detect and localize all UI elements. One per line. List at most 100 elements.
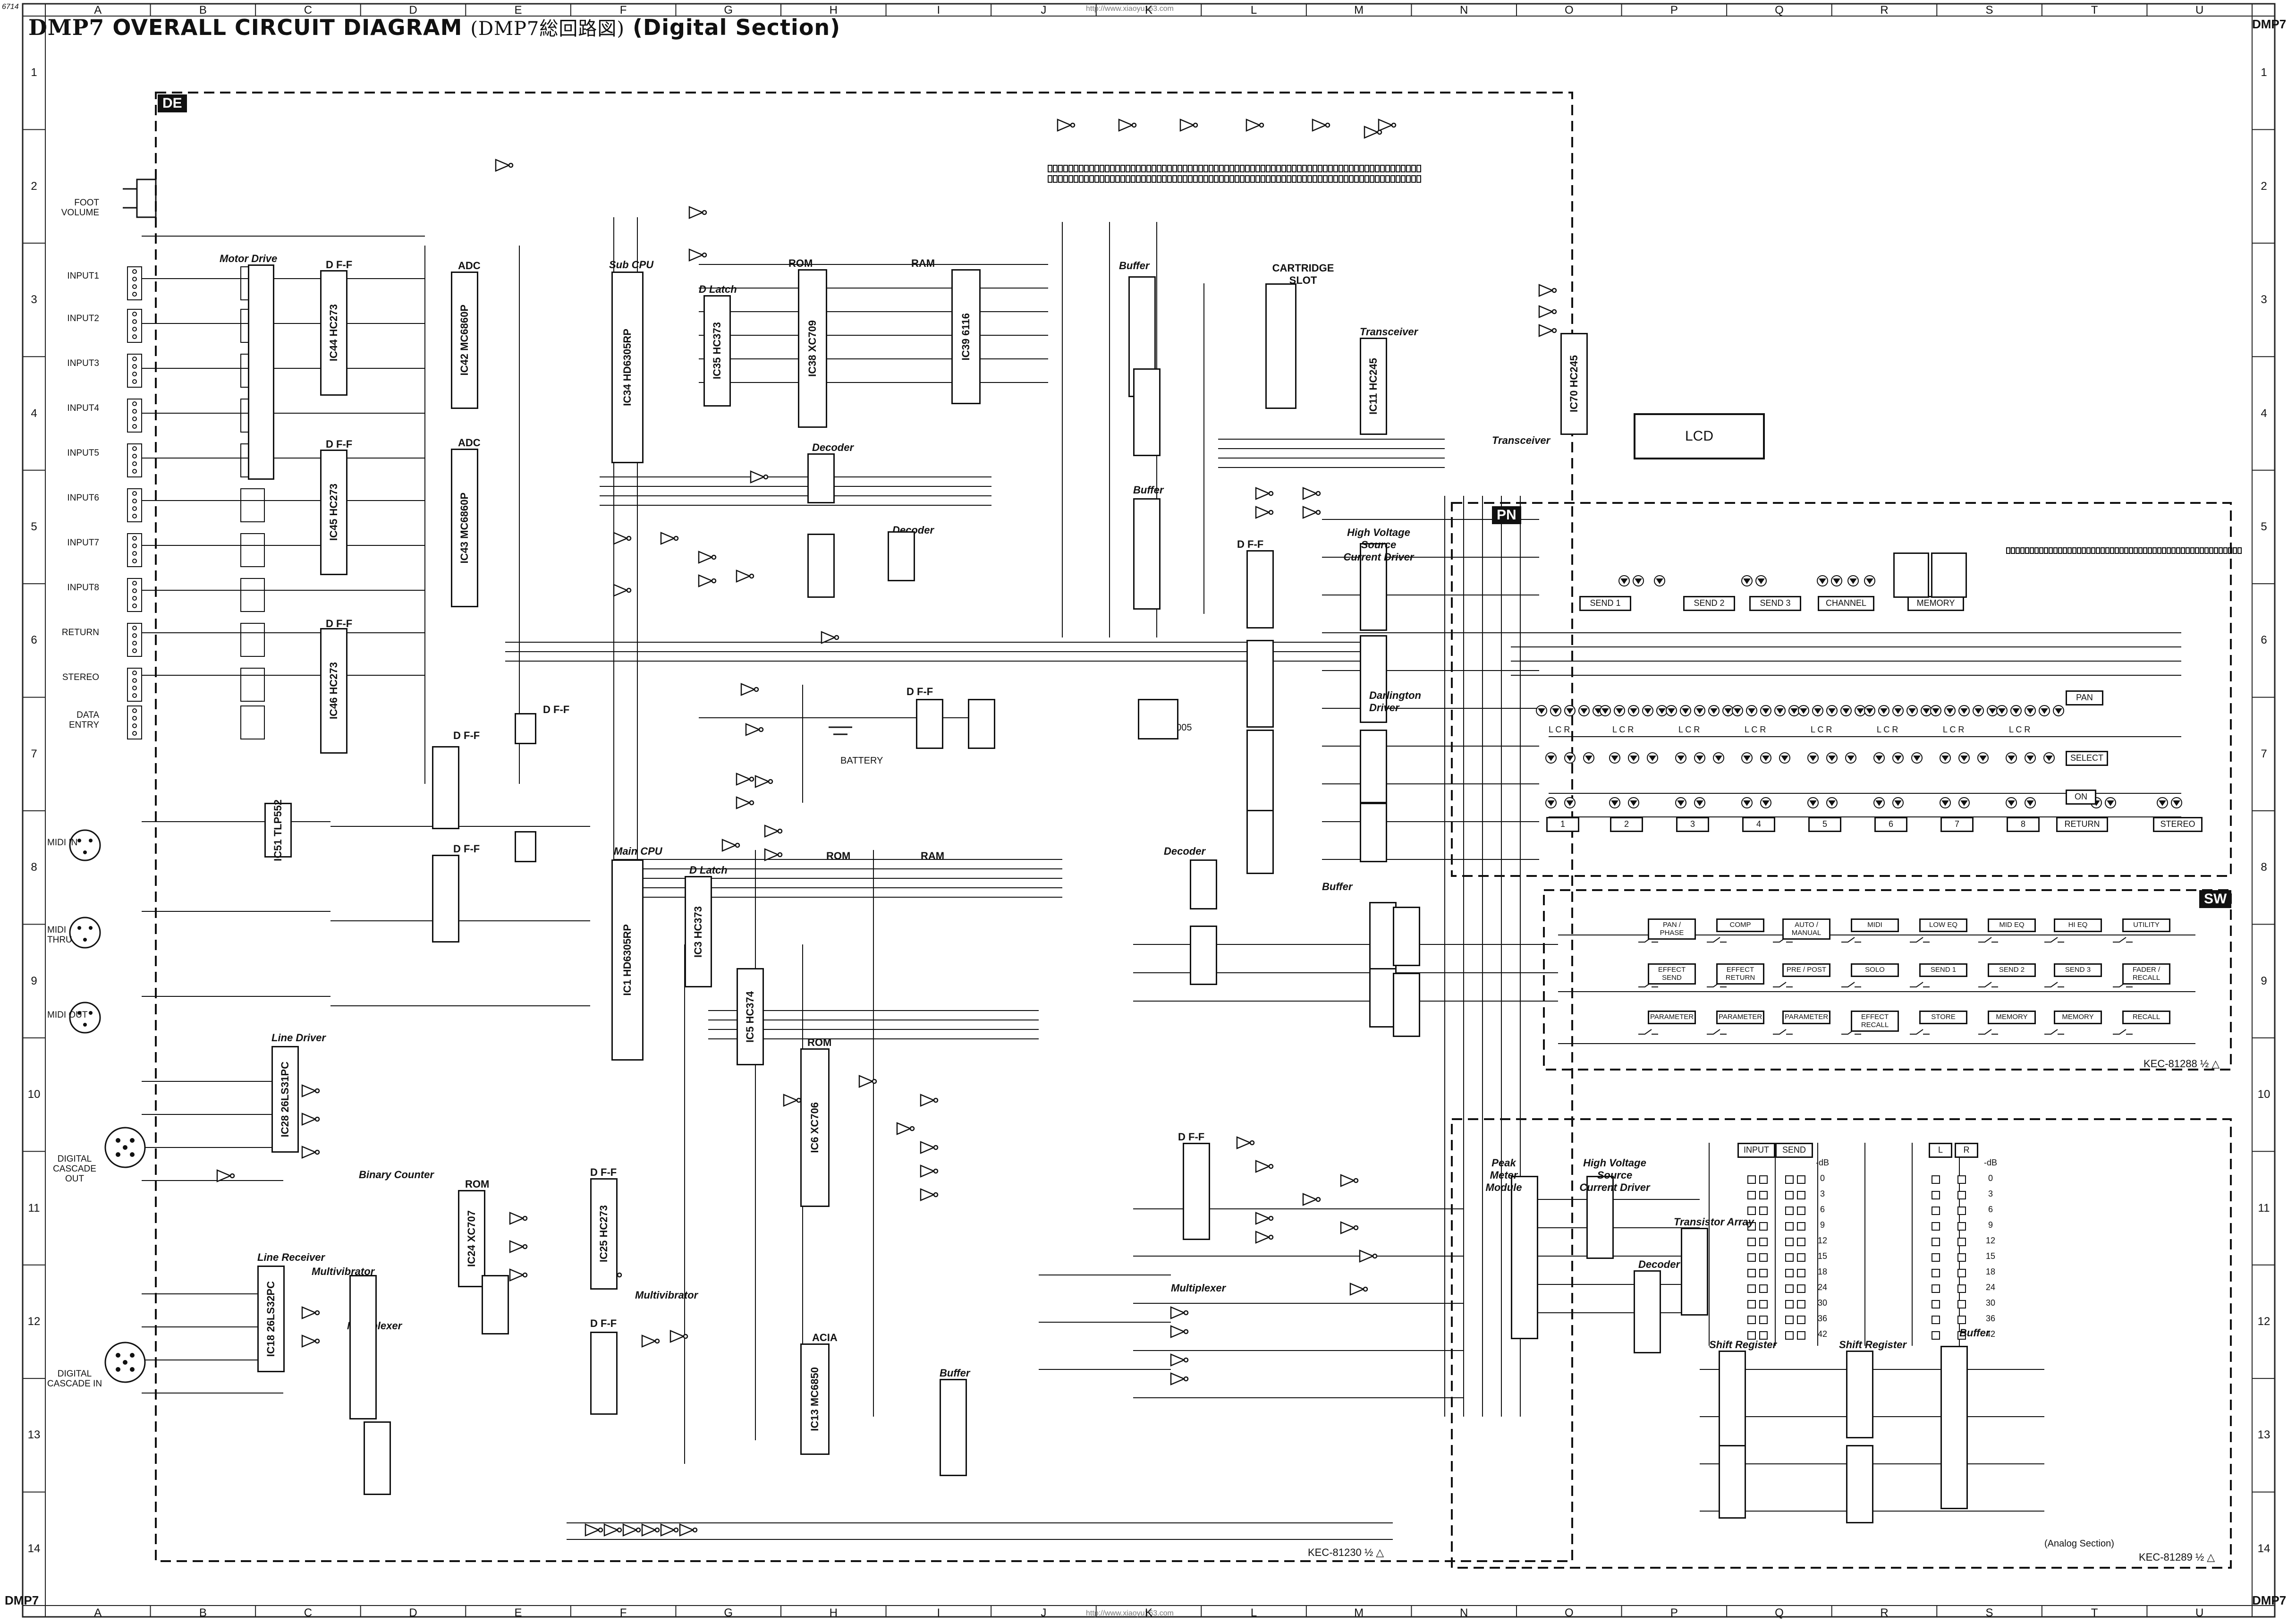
midi-port-label: MIDI IN	[47, 838, 78, 848]
c-ic35: IC35 HC373	[703, 295, 731, 407]
meter-db-mark: 3	[1988, 1189, 1993, 1198]
chip-label: IC34 HD6305RP	[621, 329, 633, 406]
col-header: B	[199, 4, 207, 17]
row-header: 12	[2257, 1315, 2271, 1328]
row-header: 14	[27, 1542, 41, 1555]
col-header: M	[1354, 4, 1364, 17]
meter-db-mark: 24	[1985, 1283, 1996, 1292]
row-header: 5	[2261, 520, 2267, 533]
handwritten-note: 6714	[2, 3, 19, 11]
col-header: T	[2091, 4, 2098, 17]
sw-button-label: PRE / POST	[1782, 963, 1830, 977]
chip-label: IC43 MC6860P	[458, 492, 470, 564]
pn-label-pan: PAN	[2066, 690, 2103, 705]
label-shift-register-2: Shift Register	[1839, 1339, 1907, 1351]
sw-button-label: SEND 1	[1919, 963, 1967, 977]
input-label: STEREO	[62, 672, 99, 682]
col-header: U	[2195, 1606, 2204, 1619]
row-header: 1	[2261, 66, 2267, 79]
label-rom-2: ROM	[826, 850, 851, 862]
ic-body	[1846, 1445, 1873, 1523]
ic-body	[1634, 1270, 1661, 1353]
label-buffer-de: Buffer	[940, 1367, 970, 1379]
label-battery: BATTERY	[840, 756, 883, 766]
label-buffer-3: Buffer	[1322, 881, 1353, 892]
pn-label-send3: SEND 3	[1749, 596, 1801, 611]
sw-button-label: MID EQ	[1988, 918, 2036, 932]
c-ic45: IC45 HC273	[320, 450, 347, 575]
c-ic11: IC11 HC245	[1360, 338, 1387, 435]
ic-body	[1360, 635, 1387, 723]
row-header: 3	[2261, 293, 2267, 306]
col-header: E	[514, 4, 522, 17]
col-header: F	[619, 1606, 627, 1619]
c-ic46: IC46 HC273	[320, 628, 347, 754]
pn-label-select: SELECT	[2066, 751, 2108, 766]
chip-label: IC18 26LS32PC	[265, 1281, 277, 1357]
label-dff-3: D F-F	[326, 618, 353, 629]
meter-db-mark: 24	[1817, 1283, 1828, 1292]
meter-db-mark: 42	[1985, 1329, 1996, 1339]
ic-body	[807, 534, 835, 598]
sw-button-label: SOLO	[1851, 963, 1899, 977]
label-cartridge-slot: CARTRIDGE SLOT	[1272, 262, 1334, 286]
ic-body	[1940, 1346, 1968, 1509]
sw-button-label: FADER / RECALL	[2122, 963, 2170, 985]
input-label: DATA ENTRY	[68, 710, 99, 730]
col-header: K	[1144, 1606, 1152, 1619]
meter-db-mark: 6	[1820, 1205, 1825, 1214]
ic-body	[888, 531, 915, 581]
row-header: 4	[31, 407, 37, 420]
input-label: INPUT1	[67, 271, 99, 281]
meter-column-label: L	[1929, 1143, 1952, 1158]
row-header: 7	[2261, 747, 2267, 760]
label-multiplexer-2: Multiplexer	[1171, 1282, 1226, 1294]
label-ram-2: RAM	[921, 850, 945, 862]
label-acia: ACIA	[812, 1332, 838, 1343]
label-kec-sw: KEC-81288 ½ △	[2143, 1058, 2220, 1070]
col-header: G	[724, 1606, 733, 1619]
c-ic5: IC5 HC374	[737, 968, 764, 1065]
ic-body	[590, 1332, 618, 1415]
chip-label: IC46 HC273	[328, 662, 339, 720]
label-meter-decoder: Decoder	[1638, 1258, 1680, 1270]
ic-body	[432, 746, 459, 829]
sw-button-label: EFFECT SEND	[1648, 963, 1696, 985]
col-header: R	[1880, 1606, 1889, 1619]
col-header: O	[1564, 4, 1574, 17]
label-decoder-1: Decoder	[812, 442, 854, 453]
col-header: U	[2195, 4, 2204, 17]
cascade-port-label: DIGITAL CASCADE IN	[47, 1369, 102, 1389]
meter-db-mark: 12	[1817, 1236, 1828, 1245]
ic-body	[1183, 1143, 1210, 1240]
title-japanese: (DMP7総回路図)	[470, 18, 625, 40]
chip-label: IC39 6116	[960, 313, 972, 361]
pn-label-channel: CHANNEL	[1818, 596, 1874, 611]
col-header: L	[1250, 1606, 1257, 1619]
lcd-module: LCD	[1634, 413, 1765, 459]
c-ic1: IC1 HD6305RP	[611, 859, 644, 1061]
meter-db-mark: 0	[1820, 1173, 1825, 1183]
corner-label-top-right: DMP7	[2252, 17, 2287, 31]
col-header: A	[94, 1606, 102, 1619]
ic-body	[1190, 926, 1217, 985]
row-header: 11	[2258, 1201, 2270, 1215]
label-dff-7: D F-F	[590, 1317, 617, 1329]
pn-lcr-tag: L C R	[1612, 725, 1634, 734]
cascade-port-label: DIGITAL CASCADE OUT	[53, 1154, 96, 1184]
col-header: J	[1041, 4, 1047, 17]
ic-body	[1360, 543, 1387, 631]
label-rom-3: ROM	[807, 1037, 832, 1048]
col-header: F	[619, 4, 627, 17]
ic-body	[248, 264, 274, 480]
corner-label-bottom-right: DMP7	[2252, 1593, 2287, 1607]
meter-db-mark: 18	[1985, 1267, 1996, 1276]
label-dff-4: D F-F	[1237, 538, 1264, 550]
pn-label-memory: MEMORY	[1907, 596, 1964, 611]
label-dff-2: D F-F	[326, 438, 353, 450]
chip-label: IC11 HC245	[1367, 358, 1379, 415]
chip-label: IC6 XC706	[809, 1102, 821, 1153]
meter-db-mark: 30	[1817, 1298, 1828, 1308]
